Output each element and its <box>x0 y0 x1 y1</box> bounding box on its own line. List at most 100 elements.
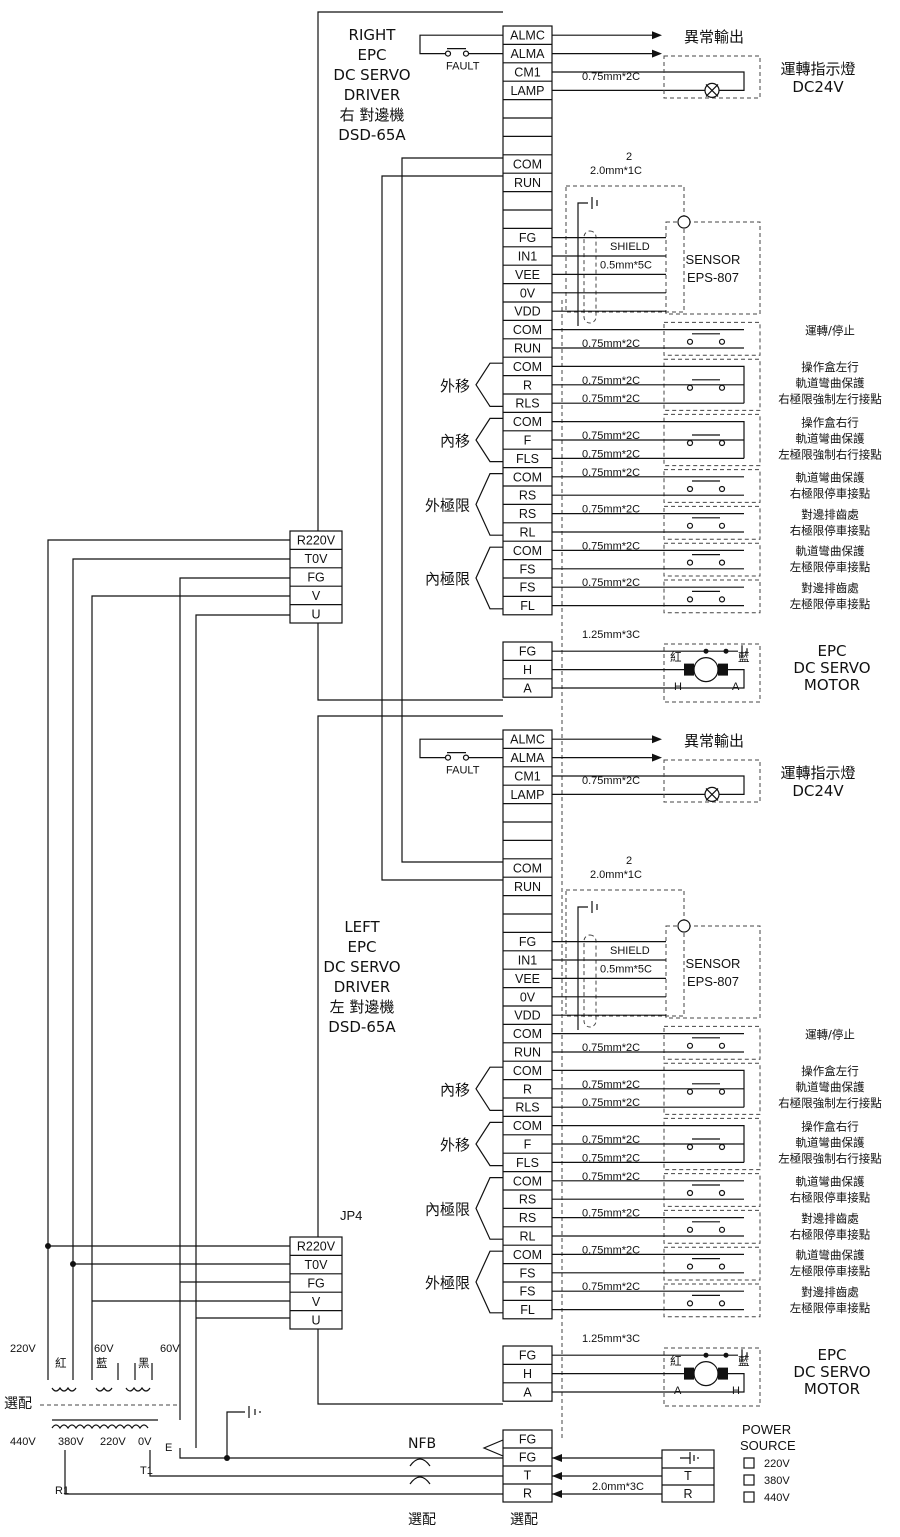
right-motor-red: 紅 <box>670 650 682 664</box>
left-switch-note: 左極限強制右行接點 <box>778 1151 882 1165</box>
right-switch-terminal <box>686 485 694 493</box>
left-pin-com: COM <box>513 862 542 876</box>
t1-wire <box>149 1450 400 1477</box>
left-arrow-icon <box>652 753 662 762</box>
left-power-r220v: R220V <box>297 1240 336 1254</box>
right-switch-terminal <box>718 384 726 391</box>
right-switch-common <box>552 421 745 459</box>
right-motor-ground-icon <box>552 645 748 658</box>
left-switch-note: 右極限停車接點 <box>790 1191 871 1205</box>
right-switch-terminal <box>686 559 694 566</box>
ground-symbol <box>226 1406 261 1458</box>
source-terminal-t: T <box>684 1469 692 1483</box>
left-shield-sleeve <box>583 934 597 1028</box>
source-terminal-box <box>661 1449 715 1503</box>
right-motor-title: DC SERVO <box>793 659 870 677</box>
left-switch-terminal <box>686 1226 694 1233</box>
left-power-terminal-block <box>289 1236 343 1330</box>
right-switch-note: 運轉/停止 <box>805 323 855 337</box>
right-pin-com: COM <box>513 415 542 429</box>
left-pin-vee: VEE <box>515 972 540 986</box>
right-sensor-cable: 0.5mm*5C <box>600 259 652 271</box>
com-link-wire <box>401 157 503 863</box>
right-pin-fs: FS <box>520 562 536 576</box>
right-pin-rs: RS <box>519 489 536 503</box>
right-power-terminal-block <box>289 530 343 624</box>
transformer-secondary <box>47 1363 153 1380</box>
left-motor-pin-h: H <box>523 1367 532 1381</box>
left-motor-pin-fg: FG <box>519 1349 536 1363</box>
left-switch-note: 軌道彎曲保護 <box>796 1080 865 1094</box>
right-pin-fg: FG <box>519 231 536 245</box>
left-fault-label: FAULT <box>446 765 480 777</box>
right-fault-label: FAULT <box>446 61 480 73</box>
left-switch-box <box>663 1283 761 1318</box>
source-ground-icon <box>680 1452 699 1464</box>
right-title-line-4: DRIVER <box>344 86 401 104</box>
left-switch-terminal <box>718 1143 726 1151</box>
left-signal-cable: 0.75mm*2C <box>582 1244 640 1256</box>
right-switch-note: 軌道彎曲保護 <box>796 471 865 485</box>
right-switch-terminal <box>686 384 694 391</box>
r1-wire <box>64 1450 400 1495</box>
right-sensor-model: EPS-807 <box>687 270 739 285</box>
voltage-440-checkbox[interactable] <box>743 1491 755 1503</box>
right-pin-run: RUN <box>514 176 541 190</box>
power-source-line-1: POWER <box>742 1422 791 1437</box>
right-signal-cable: 0.75mm*2C <box>582 540 640 552</box>
left-title-line-2: EPC <box>348 938 377 956</box>
right-power-u: U <box>311 607 320 621</box>
right-shield-ground-icon <box>577 197 598 326</box>
right-pin-vee: VEE <box>515 268 540 282</box>
right-switch-common <box>552 365 745 404</box>
left-pin-fl: FL <box>520 1303 535 1317</box>
right-motor-polarity-right: A <box>732 681 740 693</box>
junction-dot <box>45 1243 51 1249</box>
left-switch-note: 對邊排齒處 <box>801 1285 859 1299</box>
left-switch-note: 右極限停車接點 <box>790 1227 871 1241</box>
right-switch-box <box>663 505 761 540</box>
right-signal-cable: 0.75mm*2C <box>582 430 640 442</box>
right-power-fg: FG <box>307 571 324 585</box>
right-switch-note: 右極限停車接點 <box>790 487 871 501</box>
right-motor-cable: 1.25mm*3C <box>582 629 640 641</box>
right-pin-fls: FLS <box>516 452 539 466</box>
left-signal-cable: 0.75mm*2C <box>582 1134 640 1146</box>
source-wires <box>552 1457 662 1495</box>
left-sensor-box <box>665 925 761 1019</box>
left-pin-com: COM <box>513 1064 542 1078</box>
left-signal-cable: 0.75mm*2C <box>582 1171 640 1183</box>
left-signal-cable: 0.75mm*2C <box>582 1097 640 1109</box>
left-group-brace <box>475 1177 503 1240</box>
right-ground-terminal-icon <box>677 215 691 229</box>
left-title-line-3: DC SERVO <box>323 958 400 976</box>
bus-fg <box>179 577 290 1420</box>
left-motor-title: MOTOR <box>804 1380 860 1398</box>
right-fault-contact <box>419 34 503 55</box>
input-terminal-fg: FG <box>519 1433 536 1447</box>
right-pin-almc: ALMC <box>510 29 545 43</box>
left-switch-common <box>552 1069 745 1108</box>
left-pin-rl: RL <box>520 1230 536 1244</box>
right-switch-box <box>663 321 761 356</box>
tap-220v: 220V <box>100 1436 126 1448</box>
left-contact-terminal <box>462 754 470 761</box>
input-arrow-icon <box>552 1490 562 1498</box>
right-shield-label: SHIELD <box>610 241 650 253</box>
left-switch-note: 右極限強制左行接點 <box>778 1096 882 1110</box>
left-switch-terminal <box>686 1300 694 1307</box>
right-lamp-wire <box>552 71 745 91</box>
right-pin-0v: 0V <box>520 286 536 300</box>
left-switch-terminal <box>686 1143 694 1151</box>
voltage-380-checkbox[interactable] <box>743 1474 755 1486</box>
left-driver-outline <box>317 715 503 1405</box>
left-pin-com: COM <box>513 1174 542 1188</box>
right-power-v: V <box>312 589 321 603</box>
right-switch-note: 對邊排齒處 <box>801 507 859 521</box>
left-abnormal-output: 異常輸出 <box>684 732 744 750</box>
input-arrow-icon <box>552 1454 562 1462</box>
voltage-220-checkbox[interactable] <box>743 1457 755 1469</box>
left-lamp-wire <box>552 775 745 795</box>
right-switch-terminal <box>718 485 726 493</box>
left-group-label: 內移 <box>440 1081 470 1099</box>
